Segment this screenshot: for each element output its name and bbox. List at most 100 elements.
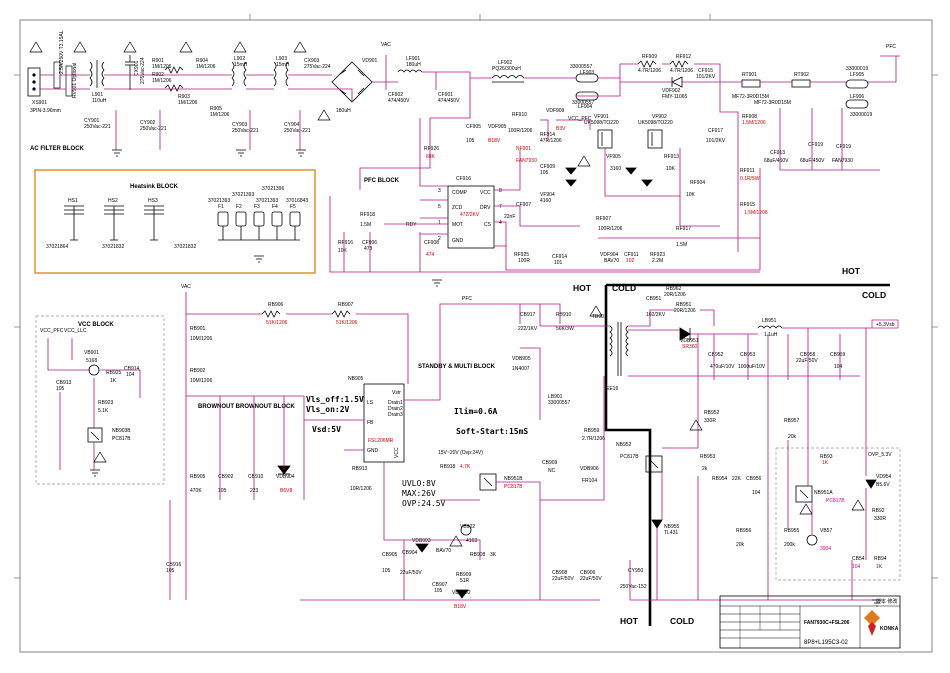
vdb902-value: B18V: [454, 604, 467, 610]
nb905-pin-fb: FB: [367, 420, 374, 426]
rb953-value: 2k: [702, 466, 708, 472]
rb956-value: 20k: [736, 542, 745, 548]
zone-cold-bottom: COLD: [670, 616, 694, 626]
lf903-ref: LF903: [580, 70, 594, 76]
vb57-value: 3904: [820, 546, 831, 552]
rt901-ref: RT901: [742, 72, 757, 78]
note-vcc-range: 15V~20V (Ovp:24V): [438, 450, 483, 456]
zone-hot-left: HOT: [573, 283, 592, 293]
cb904-ref: CB904: [402, 550, 418, 556]
rb959-value: 2.7R/1206: [582, 436, 605, 442]
vf905-ref: VF904: [540, 192, 555, 198]
vcc-llc-label: VCC_LLC: [64, 328, 87, 334]
rf907-value: 22nF: [504, 214, 515, 220]
pin-num-5: 5: [438, 204, 441, 210]
cy904-value: 250Vac-221: [284, 128, 311, 134]
cy950-ref: CY950: [628, 568, 644, 574]
cy901-value: 250Vac-221: [84, 124, 111, 130]
rb909-value: 51R: [460, 578, 470, 584]
rb951-value: 20R/1206: [674, 308, 696, 314]
rf916-value: 1.5M: [360, 222, 371, 228]
rt902-ref: RT902: [794, 72, 809, 78]
f3-ref: F3: [254, 204, 260, 210]
cb908-value: 22uF/50V: [552, 576, 574, 582]
lf901-ref: LF901: [406, 56, 420, 62]
l903-value: 15mH: [276, 62, 290, 68]
rf923-value: 102: [626, 258, 635, 264]
f2-ref: F2: [236, 204, 242, 210]
vb902-ref: VB902: [460, 524, 475, 530]
rb923-ref: RB923: [98, 400, 114, 406]
rb952-ref: RB952: [704, 410, 720, 416]
ac-filter-block-label: AC FILTER BLOCK: [30, 146, 85, 152]
rb92-ref: RB92: [872, 508, 885, 514]
vdb906-ref: VDB906: [580, 466, 599, 472]
hs2-value: 37021832: [102, 244, 124, 250]
rb901-ref: RB901: [190, 326, 206, 332]
vd901-value: 180uH: [336, 108, 351, 114]
vdb903-value: BAV70: [436, 548, 451, 554]
rb93-value: 1K: [822, 460, 829, 466]
nb905-pin-drain3: Drain3: [388, 412, 403, 418]
nf901-ic: [447, 185, 495, 249]
note-soft-start: Soft-Start:15mS: [456, 427, 528, 436]
vb902-value: 4163: [466, 538, 477, 544]
cf917-ref: CF917: [708, 128, 723, 134]
nb905-pin-vstr: Vstr: [392, 390, 401, 396]
vd954-ref: VD954: [876, 474, 892, 480]
cx903-ref: CX903: [304, 58, 320, 64]
output-5v3-label: +5.3Vsb: [876, 322, 895, 328]
f2-value: 37021393: [232, 192, 254, 198]
rb905-ref: RB905: [190, 474, 206, 480]
f4-value: 37021396: [262, 186, 284, 192]
heatsink-block: Heatsink BLOCK HS1 37021864 HS2 37021832…: [46, 184, 308, 250]
rf904-value: 10K: [666, 166, 676, 172]
rf904-ref: RF913: [664, 154, 679, 160]
varistor-label: RV901 Optional: [72, 63, 78, 98]
lf904-ref: LF904: [578, 104, 592, 110]
tb901-ref: TB901: [592, 314, 607, 320]
cb952-ref: CB952: [708, 352, 724, 358]
pin-gnd: GND: [452, 238, 464, 244]
cf916-ref: CF919: [836, 144, 851, 150]
connector-pins: 3PIN-3.96mm: [30, 108, 61, 114]
nb905-pin-ls: LS: [367, 400, 374, 406]
vdf902-value: FMY-11065: [662, 94, 688, 100]
r901-ref: R901: [152, 58, 164, 64]
title-brand: KONKA: [880, 626, 899, 632]
vf902-ref: VF902: [652, 114, 667, 120]
rb94-ref: RB94: [874, 556, 887, 562]
pfc-block-label: PFC BLOCK: [364, 178, 400, 184]
rb910-value: 56K/3W: [556, 326, 574, 332]
rb957-ref: RB957: [784, 418, 800, 424]
pin-num-1: 1: [438, 220, 441, 226]
cb907-value: 105: [434, 588, 443, 594]
cb953-value: 1000uF/10V: [738, 364, 766, 370]
rf913-value: 3160: [610, 166, 621, 172]
vcc-block-frame: [35, 315, 165, 485]
pin-num-4: 4: [499, 220, 502, 226]
cf905-value: 105: [466, 138, 475, 144]
vac-net-label-2: VAC: [181, 284, 191, 290]
vdb951-value: SR360: [682, 344, 698, 350]
l901-ref: L901: [92, 92, 103, 98]
cb54-value: 104: [852, 564, 861, 570]
cf917-value: 101/2KV: [706, 138, 726, 144]
rf926-value: 68K: [426, 154, 436, 160]
note-ovp: OVP:24.5V: [402, 499, 446, 508]
rf924-value: 2.2M: [652, 258, 663, 264]
cb956-value: 104: [752, 490, 761, 496]
note-max: MAX:26V: [402, 489, 436, 498]
lb901-value: 33000557: [548, 400, 570, 406]
rb913-ref: RB913: [352, 466, 368, 472]
cb905-ref: CB905: [382, 552, 398, 558]
lf905-value: 33000019: [846, 66, 868, 72]
cb914-value: 104: [126, 372, 135, 378]
cx901-ref: CX901: [134, 60, 140, 76]
lf902-ref: LF902: [498, 60, 512, 66]
cf905-ref: CF905: [466, 124, 481, 130]
nb905-pin-vcc: VCC: [394, 447, 400, 458]
rb954-value: 22K: [732, 476, 742, 482]
pin-comp: COMP: [452, 190, 468, 196]
